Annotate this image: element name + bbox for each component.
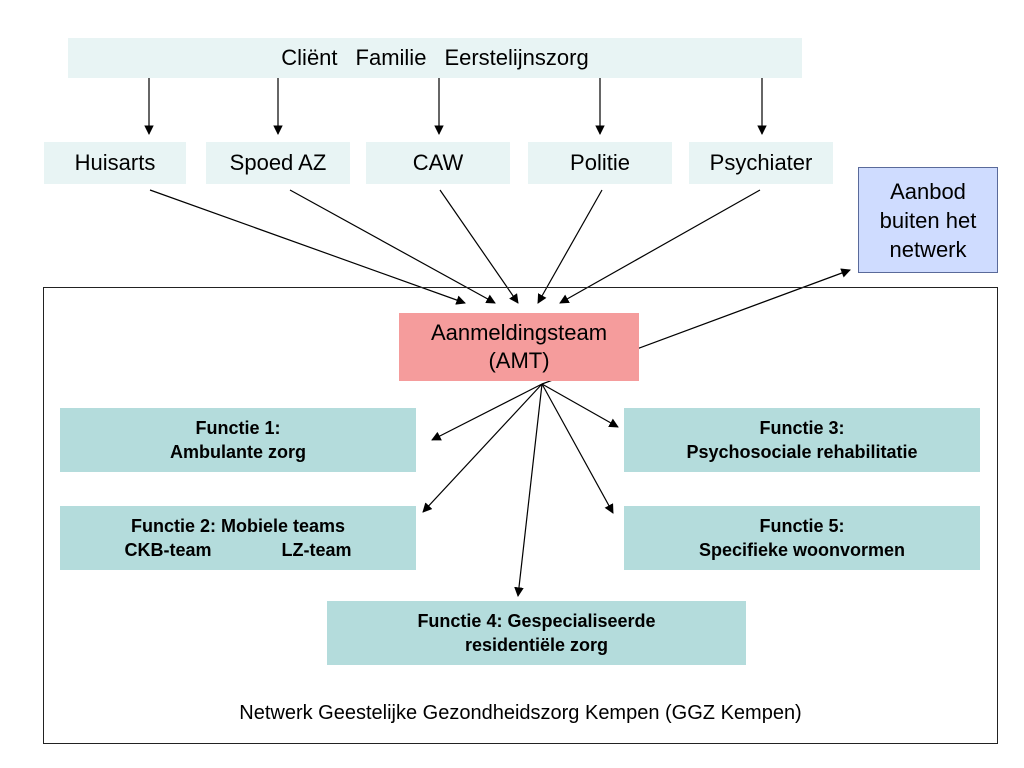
- arrow-spoed-amt: [289, 189, 496, 304]
- amt-line-1: Aanmeldingsteam: [430, 320, 608, 345]
- team-lz: LZ-team: [281, 540, 352, 560]
- source-politie: Politie: [528, 142, 672, 184]
- functie-5-box: Functie 5: Specifieke woonvormen: [624, 506, 980, 570]
- band-item-eerstelijnszorg: Eerstelijnszorg: [444, 45, 589, 70]
- functie-3-line-1: Functie 3:: [759, 418, 845, 438]
- functie-3-box: Functie 3: Psychosociale rehabilitatie: [624, 408, 980, 472]
- arrow-amt-f1: [431, 383, 543, 441]
- functie-2-teams: CKB-team LZ-team: [60, 538, 416, 562]
- functie-5-line-1: Functie 5:: [759, 516, 845, 536]
- arrow-psychiater-amt: [559, 189, 761, 304]
- functie-2-line-1: Functie 2: Mobiele teams: [130, 516, 346, 536]
- team-ckb: CKB-team: [124, 540, 212, 560]
- source-psychiater: Psychiater: [689, 142, 833, 184]
- network-frame: [43, 287, 998, 744]
- aanbod-line-2: buiten het: [879, 207, 977, 233]
- source-caw: CAW: [366, 142, 510, 184]
- amt-line-2: (AMT): [488, 348, 550, 373]
- arrow-amt-f2: [422, 383, 543, 513]
- band-item-familie: Familie: [355, 45, 427, 70]
- network-label: Netwerk Geestelijke Gezondheidszorg Kemp…: [239, 702, 802, 724]
- functie-2-box: Functie 2: Mobiele teams CKB-team LZ-tea…: [60, 506, 416, 570]
- input-sources-band: Cliënt Familie Eerstelijnszorg: [68, 38, 802, 78]
- band-item-client: Cliënt: [281, 45, 338, 70]
- arrow-caw-amt: [439, 189, 519, 304]
- arrow-amt-f3: [541, 383, 619, 428]
- arrow-amt-f5: [541, 383, 614, 514]
- functie-1-line-2: Ambulante zorg: [169, 442, 306, 462]
- aanbod-line-1: Aanbod: [890, 178, 966, 204]
- functie-4-line-2: residentiële zorg: [464, 635, 609, 655]
- source-huisarts: Huisarts: [44, 142, 186, 184]
- arrow-amt-f4: [514, 383, 543, 597]
- functie-1-line-1: Functie 1:: [195, 418, 281, 438]
- source-spoed-az: Spoed AZ: [206, 142, 350, 184]
- functie-3-line-2: Psychosociale rehabilitatie: [686, 442, 918, 462]
- functie-1-box: Functie 1: Ambulante zorg: [60, 408, 416, 472]
- functie-4-line-1: Functie 4: Gespecialiseerde: [417, 611, 656, 631]
- aanbod-line-3: netwerk: [889, 236, 967, 262]
- aanbod-buiten-netwerk-box: Aanbod buiten het netwerk: [858, 167, 998, 273]
- arrow-huisarts-amt: [149, 189, 466, 305]
- functie-4-box: Functie 4: Gespecialiseerde residentiële…: [327, 601, 746, 665]
- arrow-politie-amt: [537, 189, 603, 304]
- functie-5-line-2: Specifieke woonvormen: [698, 540, 906, 560]
- aanmeldingsteam-box: Aanmeldingsteam (AMT): [399, 313, 639, 381]
